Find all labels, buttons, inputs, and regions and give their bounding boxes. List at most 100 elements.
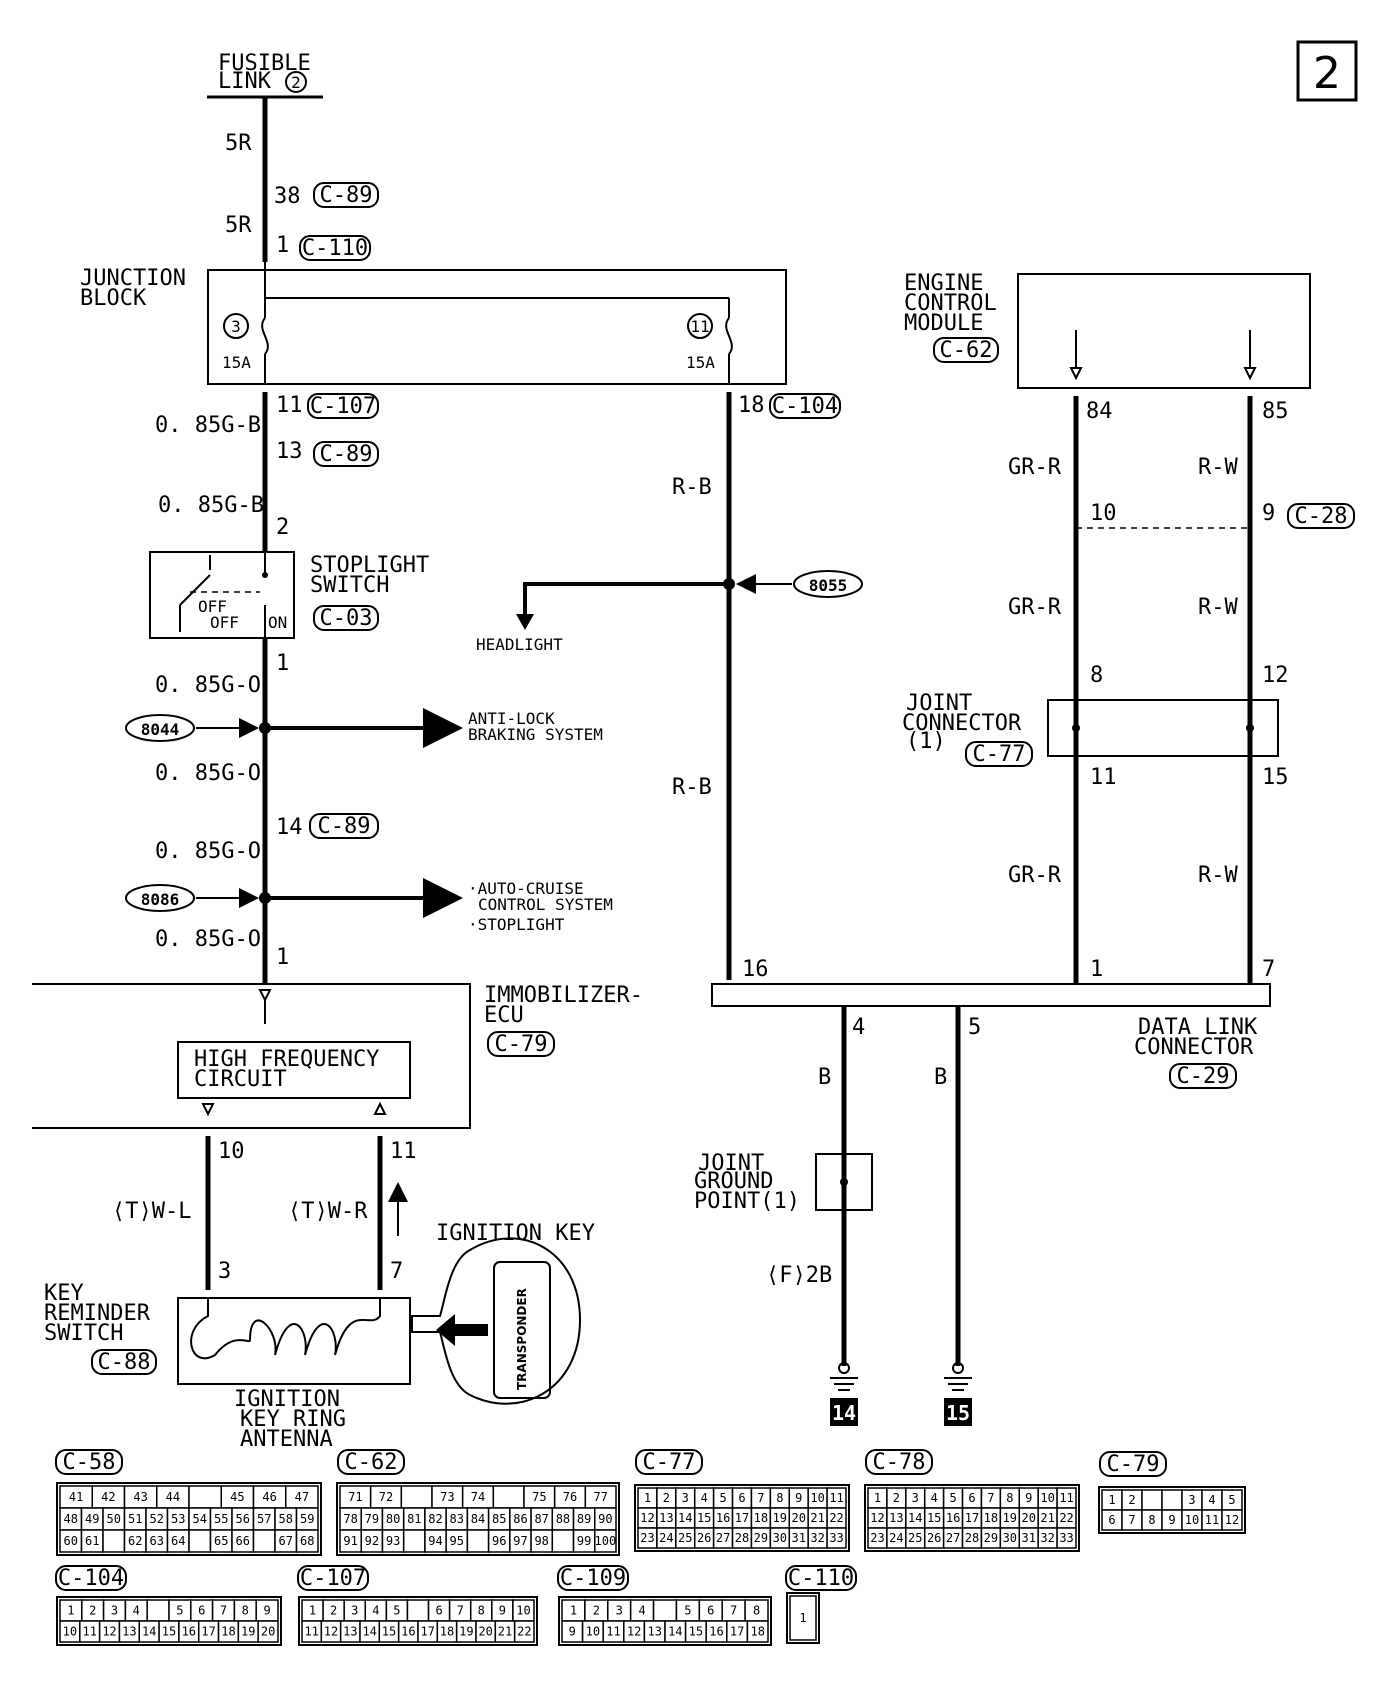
high-frequency-circuit (177, 1041, 411, 1099)
pin-cell-label: 26 (927, 1531, 941, 1545)
engine-control-module (1017, 273, 1311, 389)
pin-cell (1141, 1489, 1163, 1511)
joint-ground-label-3: POINT(1) (694, 1189, 800, 1214)
pin-cell-label: 5 (393, 1604, 400, 1618)
wire-label-r-w-2: R-W (1198, 595, 1238, 620)
pin-cell (257, 1620, 279, 1643)
pin-cell-label: 48 (64, 1512, 78, 1526)
joint-ground-label-2: GROUND (694, 1169, 773, 1194)
pin-cell (1161, 1489, 1183, 1511)
pin-85: 85 (1262, 399, 1289, 424)
pin-1-switch: 1 (276, 651, 289, 676)
pin-cell-label: 84 (471, 1512, 485, 1526)
connector-tag-c89-c: C-89 (309, 813, 379, 839)
hf-circuit-label: HIGH FREQUENCY (194, 1047, 379, 1072)
pin-cell-label: 15 (162, 1625, 176, 1639)
joint-connector-label-2: CONNECTOR (902, 711, 1022, 736)
immobilizer-label-2: ECU (484, 1003, 524, 1028)
pin-9: 9 (1262, 501, 1275, 526)
pin-cell-label: 100 (595, 1534, 617, 1548)
pin-cell-label: 62 (128, 1534, 142, 1548)
pin-cell-label: 29 (984, 1531, 998, 1545)
pinout-tag-c104: C-104 (55, 1565, 127, 1591)
pin-cell-label: 43 (133, 1490, 147, 1504)
wire-label-t-wr: ⟨T⟩W-R (288, 1199, 368, 1224)
pin-cell (188, 1529, 212, 1553)
ground-14-label: 14 (832, 1401, 856, 1425)
wire-label-5r-2: 5R (225, 213, 252, 238)
joint-connector-label: JOINT (906, 691, 972, 716)
pin-cell-label: 51 (128, 1512, 142, 1526)
pinout-tag-c77: C-77 (635, 1449, 703, 1475)
pin-cell-label: 3 (912, 1491, 919, 1505)
svg-text:C-89: C-89 (318, 814, 371, 839)
wire-label-r-w-3: R-W (1198, 863, 1238, 888)
pin-cell-label: 11 (1205, 1513, 1219, 1527)
junction-block (207, 269, 787, 385)
page-number-box (1296, 40, 1358, 102)
wire-label-g-b-2: 0. 85G-B (158, 493, 264, 518)
pin-cell-label: 53 (171, 1512, 185, 1526)
pin-cell-label: 4 (931, 1491, 938, 1505)
pin-cell-label: 66 (236, 1534, 250, 1548)
pin-cell-label: 13 (647, 1625, 661, 1639)
pin-cell-label: 14 (668, 1625, 682, 1639)
pinout-tag-c78: C-78 (865, 1449, 933, 1475)
pin-cell-label: 25 (678, 1531, 692, 1545)
fuse-3-number: 3 (231, 317, 241, 336)
antenna-label-3: ANTENNA (240, 1427, 333, 1452)
pin-cell-label: 3 (616, 1604, 623, 1618)
pin-11-ecu: 11 (390, 1139, 417, 1164)
pin-cell-label: 5 (176, 1604, 183, 1618)
pin-cell-label: 80 (386, 1512, 400, 1526)
pin-cell-label: 6 (738, 1491, 745, 1505)
pin-cell (400, 1485, 433, 1509)
pinout-tag-c62: C-62 (337, 1449, 405, 1475)
key-reminder-label: KEY (44, 1281, 84, 1306)
joint-ground-point (815, 1153, 873, 1211)
wire-label-g-o-1: 0. 85G-O (155, 673, 261, 698)
pin-cell-label: 8 (478, 1604, 485, 1618)
fuse-3-rating: 15A (222, 353, 251, 372)
pin-cell-label: 17 (201, 1625, 215, 1639)
pin-13: 13 (276, 439, 303, 464)
pin-1-c110: 1 (276, 233, 289, 258)
pin-cell-label: 82 (428, 1512, 442, 1526)
pin-cell (789, 1595, 817, 1641)
pin-cell-label: 5 (1228, 1493, 1235, 1507)
fuse-11-circle (687, 313, 713, 339)
pinout-tag-c107: C-107 (297, 1565, 369, 1591)
pin-cell-label: 8 (776, 1491, 783, 1505)
pin-cell-label: 46 (262, 1490, 276, 1504)
connector-tag-c62: C-62 (933, 337, 999, 363)
joint-connector (1047, 699, 1279, 757)
svg-text:C-89: C-89 (320, 442, 373, 467)
pin-cell-label: 9 (569, 1625, 576, 1639)
pin-cell-label: 3 (682, 1491, 689, 1505)
pin-cell-label: 2 (330, 1604, 337, 1618)
connector-tag-c89-b: C-89 (313, 441, 379, 467)
pin-cell-label: 8 (1006, 1491, 1013, 1505)
pin-cell-label: 19 (1003, 1511, 1017, 1525)
pin-cell-label: 11 (304, 1625, 318, 1639)
pin-cell-label: 2 (663, 1491, 670, 1505)
pin-cell-label: 50 (107, 1512, 121, 1526)
antenna-label: IGNITION (234, 1387, 340, 1412)
fuse-3 (261, 317, 269, 355)
pin-cell-label: 14 (678, 1511, 692, 1525)
pin-cell-label: 47 (295, 1490, 309, 1504)
pin-cell-label: 81 (407, 1512, 421, 1526)
pin-cell (295, 1529, 319, 1553)
switch-off-1: OFF (198, 597, 227, 616)
pin-cell-label: 9 (263, 1604, 270, 1618)
splice-8086: 8086 (125, 884, 195, 912)
pin-cell-label: 21 (810, 1511, 824, 1525)
pin-cell-label: 3 (111, 1604, 118, 1618)
cruise-label: ·AUTO-CRUISE (468, 879, 584, 898)
junction-block-label: JUNCTION (80, 266, 186, 291)
pin-cell-label: 22 (829, 1511, 843, 1525)
wire-label-g-b: 0. 85G-B (155, 413, 261, 438)
pin-cell-label: 4 (1208, 1493, 1215, 1507)
pin-cell-label: 18 (221, 1625, 235, 1639)
